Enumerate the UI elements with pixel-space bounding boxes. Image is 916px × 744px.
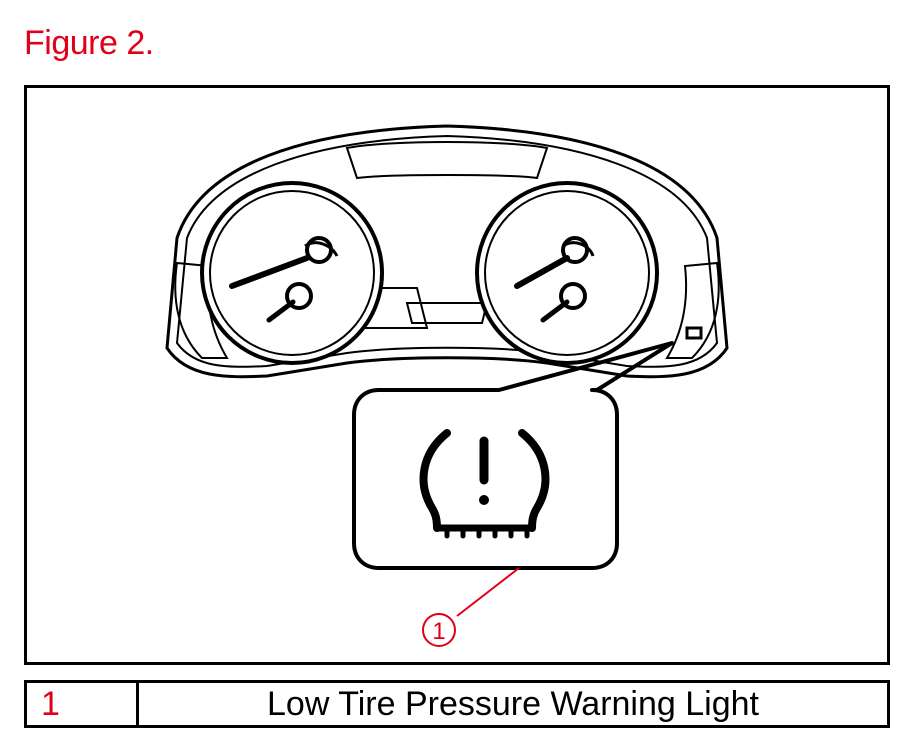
figure-frame: 1 [24, 85, 890, 665]
warning-callout-bubble [352, 341, 674, 570]
indicator-square [685, 326, 703, 340]
legend-item-number: 1 [27, 683, 139, 725]
callout-circle [422, 613, 456, 647]
tire-pressure-warning-icon [419, 429, 550, 539]
figure-title: Figure 2. [24, 24, 154, 62]
instrument-cluster-illustration: 1 [165, 124, 729, 647]
right-gauge [475, 181, 659, 365]
legend-table: 1 Low Tire Pressure Warning Light [24, 680, 890, 728]
legend-item-description: Low Tire Pressure Warning Light [267, 685, 759, 723]
callout-leader-line [456, 567, 520, 617]
callout-number: 1 [432, 618, 445, 645]
left-gauge [200, 181, 384, 365]
